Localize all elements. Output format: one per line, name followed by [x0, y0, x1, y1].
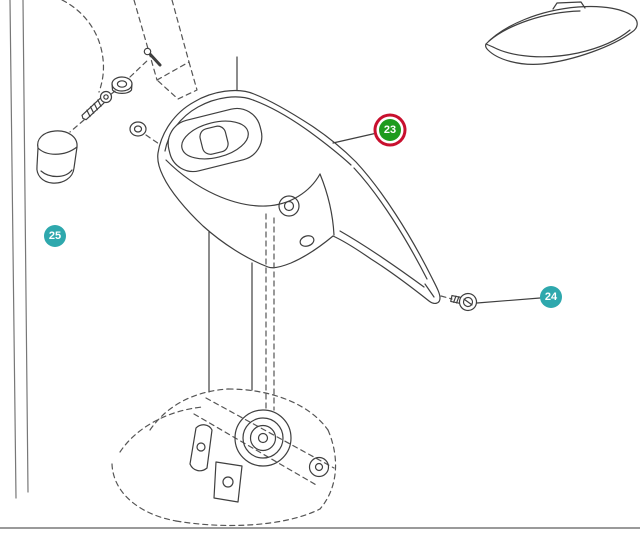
bracket-outline-dashed	[69, 0, 198, 133]
console-cover-part-23	[157, 89, 441, 304]
callout-24[interactable]: 24	[540, 286, 562, 308]
chassis-details	[189, 409, 330, 503]
console-leader-lines	[208, 213, 275, 411]
small-screw-head	[129, 121, 163, 147]
callout-23-leader	[332, 132, 378, 144]
callout-25-label: 25	[48, 229, 62, 242]
screw-24	[440, 292, 541, 312]
visor-part	[485, 1, 638, 65]
callout-23[interactable]: 23	[379, 119, 401, 141]
chassis-outline-dashed	[111, 388, 337, 527]
fender-arc-dashed	[61, 0, 105, 93]
callout-23-label: 23	[383, 123, 397, 136]
callout-24-label: 24	[544, 290, 558, 303]
callout-25[interactable]: 25	[44, 225, 66, 247]
flange-nut	[111, 76, 133, 94]
pin-detail	[143, 47, 162, 67]
left-frame-guides	[9, 0, 29, 499]
mounting-bolt	[81, 90, 113, 121]
cap-part-25	[36, 130, 78, 184]
